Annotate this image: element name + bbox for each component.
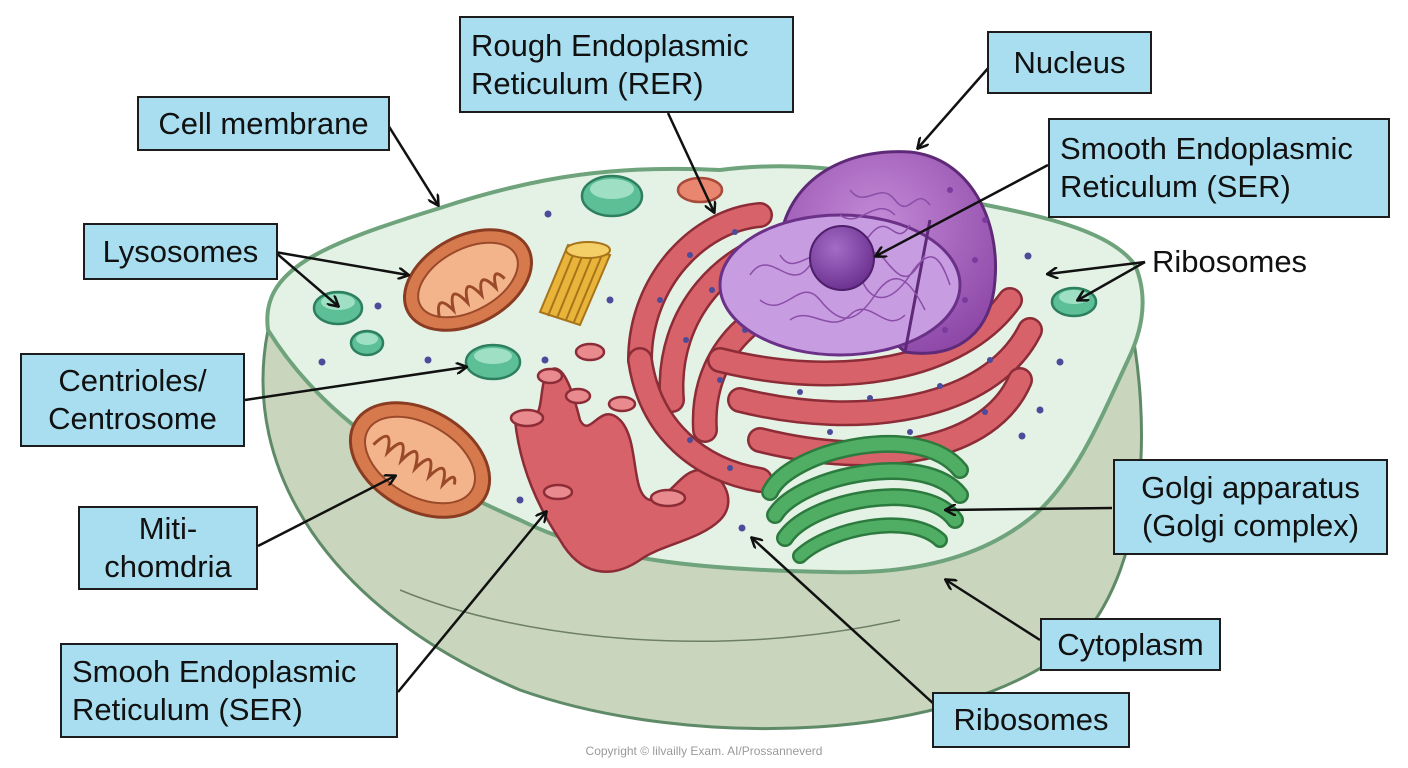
label-ser-bottom: Smooh Endoplasmic Reticulum (SER) bbox=[60, 643, 398, 738]
smooth-er bbox=[509, 342, 730, 573]
label-mitochondria: Miti- chomdria bbox=[78, 506, 258, 590]
copyright-text: Copyright © lilvailly Exam. AI/Prossanne… bbox=[585, 744, 823, 758]
label-ser-top-line2: Reticulum (SER) bbox=[1060, 169, 1291, 204]
golgi-apparatus bbox=[761, 434, 969, 564]
label-cytoplasm: Cytoplasm bbox=[1040, 618, 1221, 671]
arrow-ser-bottom bbox=[397, 512, 546, 693]
arrow-golgi bbox=[946, 508, 1113, 510]
label-golgi: Golgi apparatus (Golgi complex) bbox=[1113, 459, 1388, 555]
cell-body-shade bbox=[399, 589, 901, 642]
arrow-cytoplasm bbox=[946, 580, 1041, 642]
label-ribosomes-right-text: Ribosomes bbox=[1152, 244, 1308, 279]
label-cell-membrane: Cell membrane bbox=[137, 96, 390, 151]
arrow-ribosomes-bottom bbox=[752, 538, 936, 706]
arrow-cell-membrane bbox=[386, 124, 438, 205]
label-rer: Rough Endoplasmic Reticulum (RER) bbox=[459, 16, 794, 113]
arrow-ribosome-right-2 bbox=[1078, 260, 1146, 300]
label-ribosomes-bottom: Ribosomes bbox=[932, 692, 1130, 748]
arrow-rer bbox=[666, 112, 714, 212]
arrow-lysosome-2 bbox=[274, 251, 338, 306]
label-rer-line1: Rough Endoplasmic bbox=[471, 27, 749, 63]
centriole bbox=[538, 241, 612, 327]
rough-er-ribosomes bbox=[657, 229, 993, 471]
arrow-ribosome-right-1 bbox=[1048, 260, 1146, 274]
label-cytoplasm-text: Cytoplasm bbox=[1057, 626, 1204, 662]
label-ser-top-line1: Smooth Endoplasmic bbox=[1060, 131, 1353, 166]
label-ser-top: Smooth Endoplasmic Reticulum (SER) bbox=[1048, 118, 1390, 218]
label-golgi-line2: (Golgi complex) bbox=[1141, 508, 1360, 543]
label-centrioles-line2: Centrosome bbox=[48, 401, 217, 436]
arrow-lysosome-1 bbox=[274, 250, 408, 275]
label-ribosomes-bottom-text: Ribosomes bbox=[953, 702, 1109, 737]
label-mitochondria-line2: chomdria bbox=[104, 549, 232, 584]
label-lysosomes: Lysosomes bbox=[83, 223, 278, 280]
label-rer-line2: Reticulum (RER) bbox=[471, 65, 704, 101]
label-cell-membrane-text: Cell membrane bbox=[158, 105, 369, 141]
label-ribosomes-right: Ribosomes bbox=[1152, 243, 1307, 281]
label-golgi-line1: Golgi apparatus bbox=[1141, 470, 1360, 505]
arrow-ser-top bbox=[876, 163, 1049, 256]
label-centrioles: Centrioles/ Centrosome bbox=[20, 353, 245, 447]
leader-arrows bbox=[244, 65, 1146, 706]
label-nucleus-text: Nucleus bbox=[1013, 44, 1126, 80]
label-centrioles-line1: Centrioles/ bbox=[58, 363, 207, 398]
arrow-centrioles bbox=[244, 367, 466, 402]
arrow-nucleus bbox=[918, 65, 991, 148]
label-lysosomes-text: Lysosomes bbox=[102, 233, 259, 269]
label-ser-bottom-line2: Reticulum (SER) bbox=[72, 691, 303, 727]
label-mitochondria-line1: Miti- bbox=[138, 511, 198, 546]
nucleus bbox=[718, 150, 998, 357]
label-ser-bottom-line1: Smooh Endoplasmic bbox=[72, 653, 357, 689]
label-nucleus: Nucleus bbox=[987, 31, 1152, 94]
mitochondrion-upper bbox=[403, 228, 533, 332]
ribosome-dots bbox=[318, 210, 1064, 532]
arrow-mitochondria bbox=[257, 476, 395, 548]
